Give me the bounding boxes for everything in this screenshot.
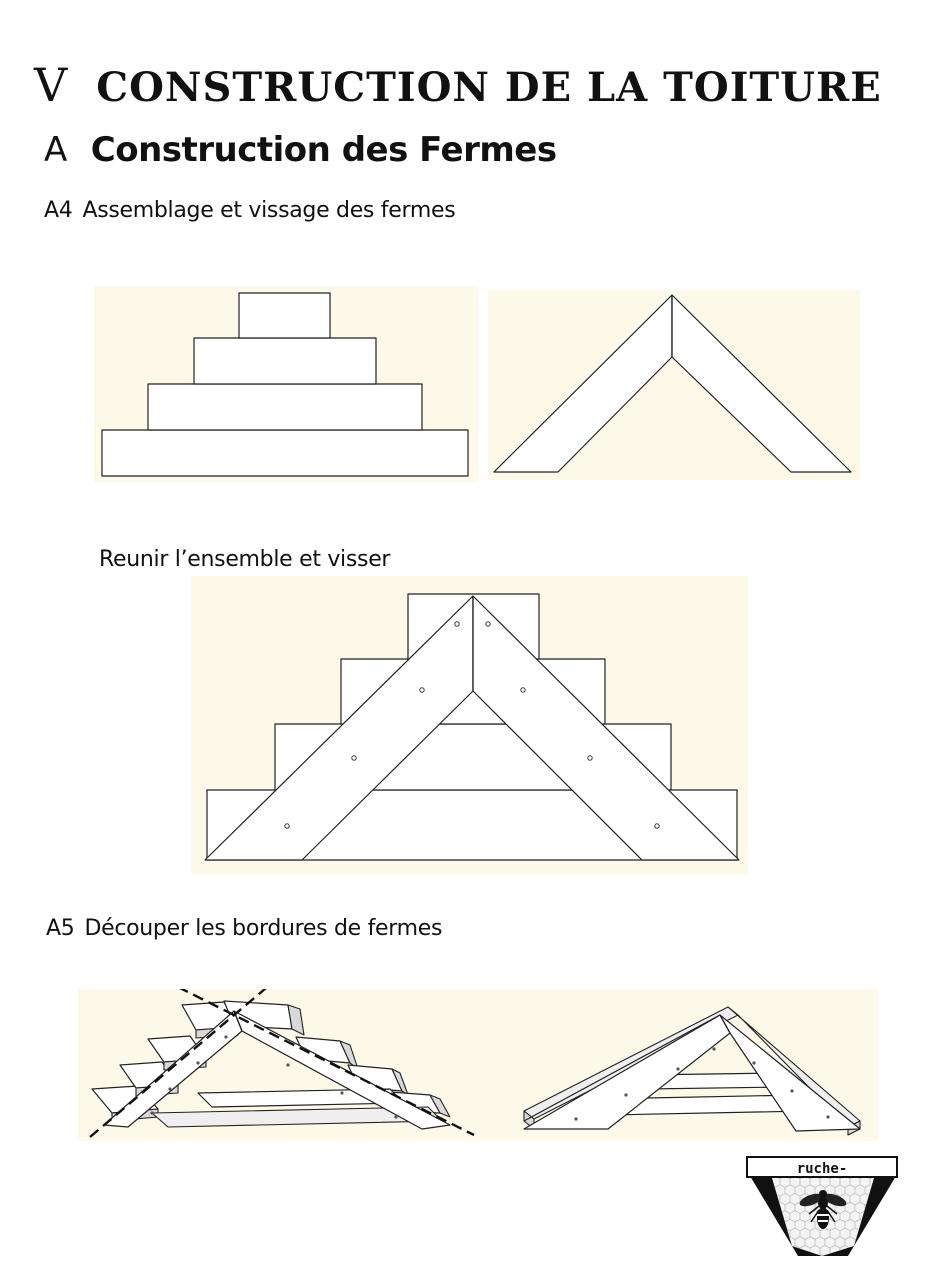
hive-logo bbox=[750, 1176, 896, 1256]
section-number: V bbox=[34, 58, 69, 112]
step-a5-number: A5 bbox=[46, 916, 75, 941]
step-a5-heading: A5 Découper les bordures de fermes bbox=[46, 916, 442, 941]
rafters-illustration bbox=[488, 290, 860, 480]
section-heading: V CONSTRUCTION DE LA TOITURE bbox=[34, 58, 882, 112]
truss-with-cut-lines bbox=[89, 989, 475, 1138]
subsection-number: A bbox=[44, 130, 67, 170]
assemble-caption: Reunir l’ensemble et visser bbox=[99, 547, 391, 572]
cut-truss-illustrations bbox=[78, 989, 878, 1141]
subsection-title: Construction des Fermes bbox=[90, 130, 557, 170]
section-title: CONSTRUCTION DE LA TOITURE bbox=[96, 64, 882, 111]
bee-icon bbox=[799, 1190, 847, 1229]
site-logo-text: ruche-naturelle.fr bbox=[746, 1156, 898, 1199]
step-a4-number: A4 bbox=[44, 198, 73, 223]
trimmed-truss bbox=[523, 1006, 861, 1136]
step-a4-title: Assemblage et vissage des fermes bbox=[82, 198, 456, 223]
step-a4-heading: A4 Assemblage et vissage des fermes bbox=[44, 198, 456, 223]
step-a5-title: Découper les bordures de fermes bbox=[84, 916, 443, 941]
subsection-heading: A Construction des Fermes bbox=[44, 130, 557, 170]
assembled-truss-illustration bbox=[191, 576, 748, 874]
stepped-boards-illustration bbox=[94, 286, 478, 482]
